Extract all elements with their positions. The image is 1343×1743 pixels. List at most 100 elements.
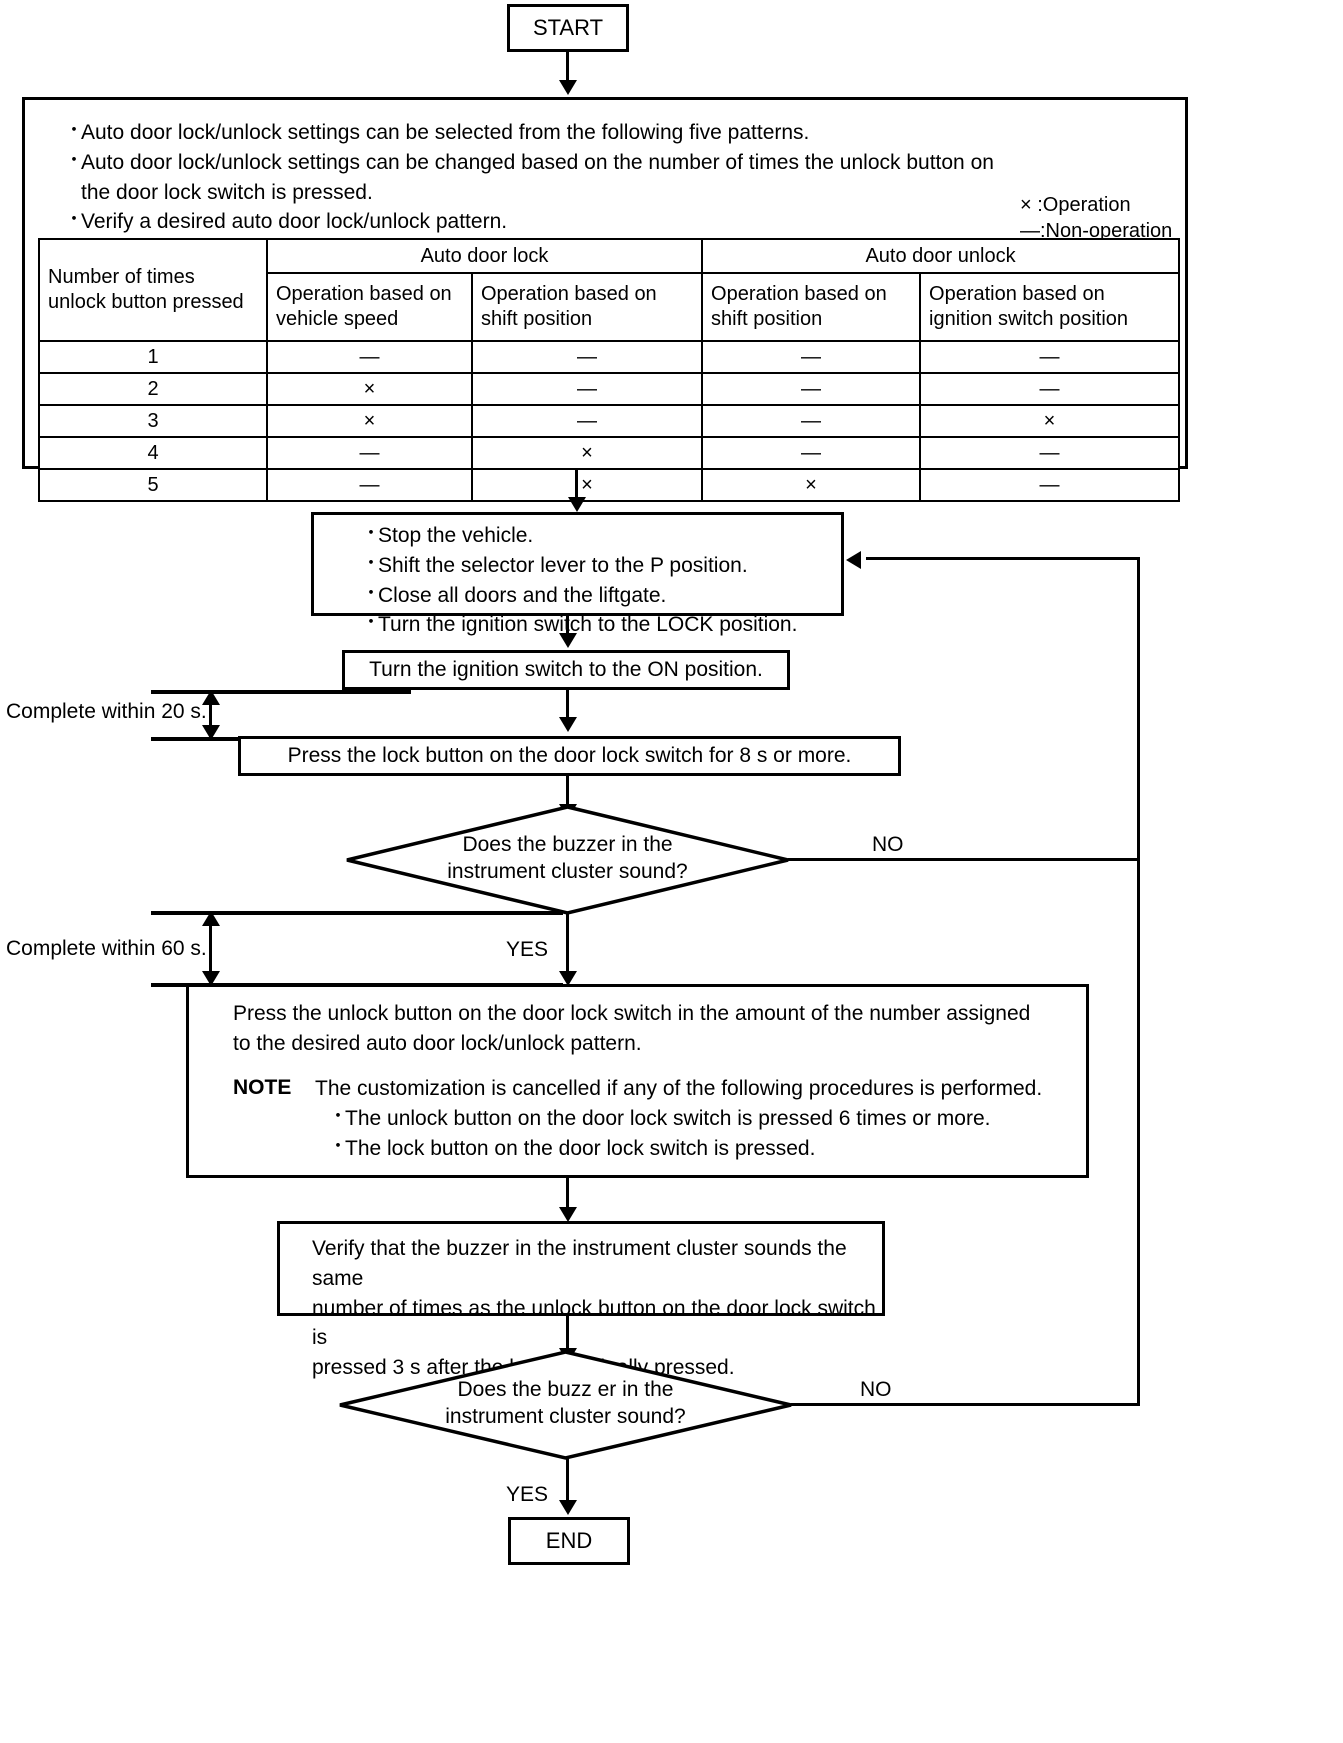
connector-decision2-yes — [566, 1458, 569, 1505]
info-bullet-1-text: Auto door lock/unlock settings can be se… — [81, 121, 810, 144]
table-cell-count: 3 — [38, 404, 268, 438]
note-bullet-1-text: The unlock button on the door lock switc… — [345, 1106, 991, 1130]
table-cell: × — [701, 468, 922, 502]
decision-buzzer-2: Does the buzz er in the instrument clust… — [338, 1350, 793, 1460]
table-legend: × :Operation —:Non-operation — [1020, 192, 1200, 244]
bullet-dot-icon: ・ — [362, 523, 380, 543]
arrow-decision1-yes — [559, 971, 577, 986]
verify-line1: Verify that the buzzer in the instrument… — [312, 1237, 847, 1290]
unlock-instruction-line2: to the desired auto door lock/unlock pat… — [233, 1031, 642, 1055]
legend-non-operation: —:Non-operation — [1020, 220, 1173, 242]
table-row: 5 — × × — — [38, 468, 1181, 502]
table-row: 3 × — — × — [38, 404, 1181, 438]
table-cell: × — [266, 372, 473, 406]
table-sub-header-row: Operation based on vehicle speed Operati… — [39, 272, 1181, 342]
connector-prep-to-ignition — [566, 616, 569, 637]
prep-bullet-1: ・ Stop the vehicle. — [362, 521, 841, 551]
connector-presslock-to-decision1 — [566, 776, 569, 808]
table-subheader-3: Operation based on shift position — [701, 272, 922, 342]
info-bullet-1: ・ Auto door lock/unlock settings can be … — [65, 118, 1025, 148]
info-bullet-2-text: Auto door lock/unlock settings can be ch… — [81, 150, 994, 204]
pattern-table: Number of times unlock button pressed Au… — [38, 238, 1181, 502]
decision-1-shape — [346, 805, 789, 915]
note-label: NOTE — [233, 1076, 292, 1099]
prep-bullet-4-text: Turn the ignition switch to the LOCK pos… — [378, 613, 798, 637]
timing20-arrow-up — [202, 690, 220, 705]
legend-operation: × :Operation — [1020, 194, 1131, 216]
arrow-ignition-to-presslock — [559, 717, 577, 732]
table-cell: — — [266, 468, 473, 502]
prep-bullet-3-text: Close all doors and the liftgate. — [378, 583, 667, 607]
decision2-yes-label: YES — [506, 1483, 549, 1506]
bullet-dot-icon: ・ — [65, 120, 83, 140]
table-cell: — — [919, 436, 1181, 470]
table-row: 4 — × — — — [38, 436, 1181, 470]
bullet-dot-icon: ・ — [65, 209, 83, 230]
table-cell: — — [919, 372, 1181, 406]
prep-bullet-4: ・ Turn the ignition switch to the LOCK p… — [362, 610, 841, 640]
timing20-top-rule — [151, 690, 411, 694]
table-group-auto-door-unlock: Auto door unlock — [701, 238, 1181, 274]
verify-buzzer-box: Verify that the buzzer in the instrument… — [277, 1221, 885, 1379]
feedback-line-into-prep — [866, 557, 1140, 560]
bullet-dot-icon: ・ — [362, 552, 380, 573]
bullet-dot-icon: ・ — [65, 149, 83, 170]
note-bullet-2-text: The lock button on the door lock switch … — [345, 1136, 816, 1160]
connector-unlock-to-verify — [566, 1178, 569, 1211]
timing60-arrow-down — [202, 971, 220, 986]
table-cell: — — [470, 404, 704, 438]
decision2-no-riser — [1137, 561, 1140, 1406]
arrow-feedback-into-prep — [846, 551, 861, 569]
info-bullet-3-text: Verify a desired auto door lock/unlock p… — [81, 210, 508, 234]
press-lock-button-box: Press the lock button on the door lock s… — [238, 736, 901, 776]
arrow-unlock-to-verify — [559, 1207, 577, 1222]
table-cell-count: 1 — [38, 340, 268, 374]
decision2-no-label: NO — [860, 1378, 892, 1401]
unlock-instruction-text: Press the unlock button on the door lock… — [233, 999, 1053, 1059]
prep-bullet-2: ・ Shift the selector lever to the P posi… — [362, 551, 841, 581]
table-subheader-2: Operation based on shift position — [470, 272, 704, 342]
press-lock-button-label: Press the lock button on the door lock s… — [287, 744, 852, 768]
table-subheader-1: Operation based on vehicle speed — [266, 272, 473, 342]
note-text: The customization is cancelled if any of… — [315, 1077, 1043, 1100]
table-row: 1 — — — — — [38, 340, 1181, 374]
table-cell: — — [919, 340, 1181, 374]
start-label: START — [532, 15, 604, 40]
decision-2-shape — [339, 1350, 792, 1460]
timing-60s-label: Complete within 60 s. — [6, 937, 207, 960]
timing60-arrow-up — [202, 911, 220, 926]
timing20-arrow-down — [202, 725, 220, 740]
end-label: END — [545, 1528, 593, 1553]
bullet-dot-icon: ・ — [329, 1105, 347, 1126]
arrow-start-to-info — [559, 80, 577, 95]
table-cell: × — [470, 436, 704, 470]
table-cell: — — [919, 468, 1181, 502]
table-group-header-row: Number of times unlock button pressed Au… — [38, 238, 1181, 342]
info-panel: ・ Auto door lock/unlock settings can be … — [22, 97, 1188, 502]
info-bullet-3: ・ Verify a desired auto door lock/unlock… — [65, 207, 1025, 237]
bullet-dot-icon: ・ — [362, 612, 380, 633]
table-cell-count: 2 — [38, 372, 268, 406]
bullet-dot-icon: ・ — [362, 582, 380, 603]
note-bullet-list: ・ The unlock button on the door lock swi… — [315, 1104, 1055, 1164]
connector-decision1-yes — [566, 913, 569, 977]
ignition-on-label: Turn the ignition switch to the ON posit… — [369, 658, 763, 682]
ignition-on-box: Turn the ignition switch to the ON posit… — [342, 650, 790, 690]
decision1-no-line — [788, 858, 1140, 861]
info-bullet-list: ・ Auto door lock/unlock settings can be … — [65, 118, 1025, 237]
start-terminal: START — [507, 4, 629, 52]
table-cell: — — [701, 404, 922, 438]
prep-bullet-list: ・ Stop the vehicle. ・ Shift the selector… — [362, 521, 841, 640]
timing60-top-rule — [151, 911, 563, 915]
table-group-auto-door-lock: Auto door lock — [265, 238, 704, 274]
connector-start-to-info — [566, 52, 569, 84]
decision2-no-line — [791, 1403, 1140, 1406]
unlock-pattern-box: Press the unlock button on the door lock… — [186, 984, 1089, 1178]
arrow-decision2-yes — [559, 1500, 577, 1515]
table-cell: — — [266, 436, 473, 470]
table-cell: × — [266, 404, 473, 438]
table-cell: — — [701, 372, 922, 406]
table-row: 2 × — — — — [38, 372, 1181, 406]
timing60-arrow-shaft — [209, 915, 212, 985]
